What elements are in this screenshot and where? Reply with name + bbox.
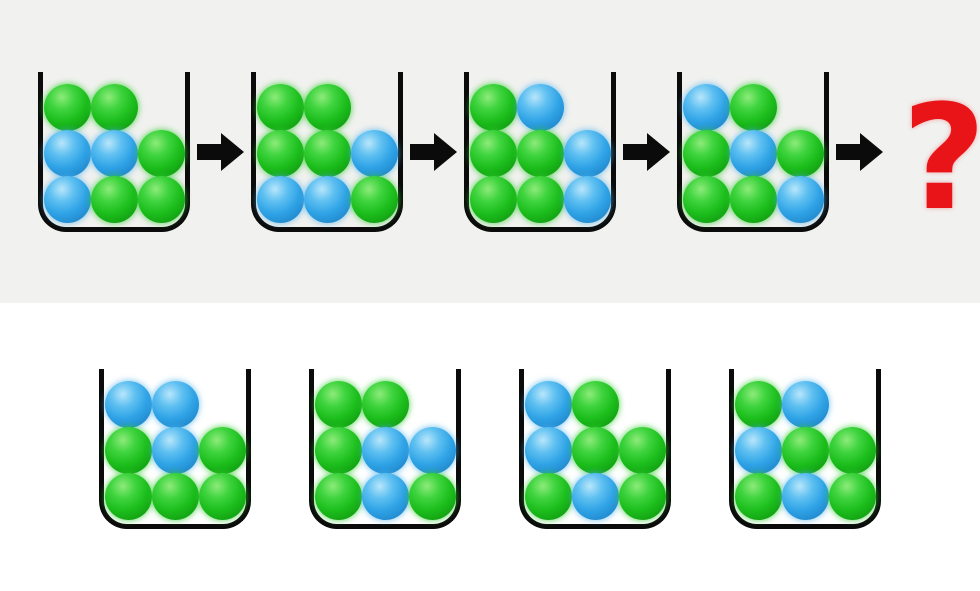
green-ball [105, 427, 152, 474]
green-ball [470, 84, 517, 131]
option-cup-2[interactable] [309, 369, 461, 529]
green-ball [257, 84, 304, 131]
arrow-tail [197, 144, 221, 160]
arrow-head [860, 133, 883, 171]
green-ball [777, 130, 824, 177]
question-mark: ? [902, 73, 980, 243]
blue-ball [152, 427, 199, 474]
green-ball [683, 130, 730, 177]
blue-ball [735, 427, 782, 474]
arrow-tail [836, 144, 860, 160]
sequence-row: ? [38, 72, 980, 232]
option-cup-1[interactable] [99, 369, 251, 529]
green-ball [735, 381, 782, 428]
blue-ball [44, 176, 91, 223]
green-ball [138, 130, 185, 177]
green-ball [315, 427, 362, 474]
green-ball [315, 473, 362, 520]
blue-ball [351, 130, 398, 177]
green-ball [525, 473, 572, 520]
green-ball [44, 84, 91, 131]
green-ball [683, 176, 730, 223]
blue-ball [44, 130, 91, 177]
green-ball [257, 130, 304, 177]
options-section [0, 303, 980, 591]
arrow-head [434, 133, 457, 171]
blue-ball [730, 130, 777, 177]
green-ball [409, 473, 456, 520]
blue-ball [152, 381, 199, 428]
green-ball [782, 427, 829, 474]
blue-ball [517, 84, 564, 131]
blue-ball [782, 473, 829, 520]
green-ball [152, 473, 199, 520]
green-ball [315, 381, 362, 428]
blue-ball [525, 427, 572, 474]
blue-ball [525, 381, 572, 428]
green-ball [829, 427, 876, 474]
sequence-cup-3 [464, 72, 616, 232]
blue-ball [362, 427, 409, 474]
green-ball [304, 130, 351, 177]
sequence-section: ? [0, 0, 980, 303]
arrow-tail [410, 144, 434, 160]
green-ball [304, 84, 351, 131]
sequence-cup-2 [251, 72, 403, 232]
arrow-icon [623, 133, 670, 171]
green-ball [199, 473, 246, 520]
blue-ball [572, 473, 619, 520]
blue-ball [304, 176, 351, 223]
blue-ball [564, 130, 611, 177]
arrow-icon [410, 133, 457, 171]
green-ball [105, 473, 152, 520]
green-ball [138, 176, 185, 223]
arrow-tail [623, 144, 647, 160]
arrow-head [647, 133, 670, 171]
blue-ball [362, 473, 409, 520]
green-ball [730, 176, 777, 223]
green-ball [199, 427, 246, 474]
green-ball [517, 130, 564, 177]
arrow-icon [197, 133, 244, 171]
options-row [0, 369, 980, 529]
green-ball [517, 176, 564, 223]
blue-ball [409, 427, 456, 474]
green-ball [362, 381, 409, 428]
green-ball [572, 381, 619, 428]
green-ball [572, 427, 619, 474]
green-ball [735, 473, 782, 520]
blue-ball [91, 130, 138, 177]
green-ball [619, 473, 666, 520]
option-cup-3[interactable] [519, 369, 671, 529]
green-ball [470, 176, 517, 223]
arrow-icon [836, 133, 883, 171]
arrow-head [221, 133, 244, 171]
blue-ball [683, 84, 730, 131]
blue-ball [782, 381, 829, 428]
blue-ball [105, 381, 152, 428]
blue-ball [777, 176, 824, 223]
green-ball [351, 176, 398, 223]
green-ball [619, 427, 666, 474]
sequence-cup-1 [38, 72, 190, 232]
green-ball [829, 473, 876, 520]
blue-ball [564, 176, 611, 223]
green-ball [730, 84, 777, 131]
green-ball [470, 130, 517, 177]
sequence-cup-4 [677, 72, 829, 232]
green-ball [91, 84, 138, 131]
blue-ball [257, 176, 304, 223]
green-ball [91, 176, 138, 223]
option-cup-4[interactable] [729, 369, 881, 529]
